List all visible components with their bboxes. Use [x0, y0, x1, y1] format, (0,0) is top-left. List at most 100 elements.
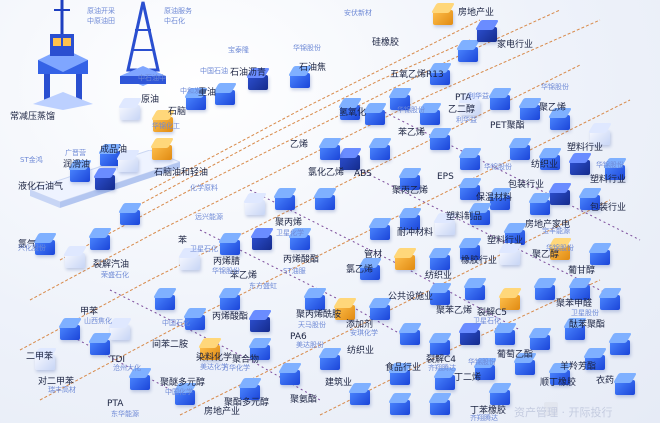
industry-node-icon	[98, 144, 122, 168]
industry-node-icon	[183, 308, 207, 332]
industry-node-icon	[63, 246, 87, 270]
industry-node-icon	[128, 368, 152, 392]
industry-node-icon	[153, 288, 177, 312]
industry-node-icon	[88, 228, 112, 252]
industry-node-icon	[338, 148, 362, 172]
industry-node-icon	[513, 353, 537, 377]
product-label: EPS	[437, 172, 454, 182]
industry-node-icon	[288, 228, 312, 252]
product-label: 耐冲材料	[397, 228, 434, 238]
industry-node-icon	[468, 203, 492, 227]
industry-node-icon	[458, 238, 482, 262]
industry-node-icon	[488, 383, 512, 407]
industry-node-icon	[433, 368, 457, 392]
company-label: 卫星石化	[190, 245, 218, 253]
company-label: 荣盛石化	[101, 271, 129, 279]
industry-node-icon	[613, 373, 637, 397]
company-label: ST金鸿	[20, 156, 43, 164]
product-label: PA6	[290, 332, 307, 342]
product-label: 石油焦	[299, 63, 327, 73]
industry-node-icon	[178, 248, 202, 272]
product-label: PTA	[455, 93, 472, 103]
product-label: 聚酯多元醇	[224, 398, 270, 408]
industry-node-icon	[33, 348, 57, 372]
product-label: 聚乙烯	[539, 103, 567, 113]
product-label: 乙二醇	[448, 105, 476, 115]
industry-node-icon	[488, 88, 512, 112]
industry-node-icon	[68, 160, 92, 184]
product-label: 苯乙烯	[398, 128, 426, 138]
product-label: 建筑业	[325, 378, 353, 388]
product-label: 聚合物	[232, 355, 260, 365]
product-label: 酞苯聚酯	[569, 320, 606, 330]
company-label: 中国化学	[165, 388, 193, 396]
product-label: 裂解汽油	[93, 260, 130, 270]
company-label: 广晋营	[65, 149, 86, 157]
industry-node-icon	[273, 188, 297, 212]
industry-node-icon	[563, 318, 587, 342]
product-label: 家电行业	[497, 40, 534, 50]
product-label: 聚丙烯	[275, 218, 303, 228]
industry-node-icon	[538, 148, 562, 172]
product-label: 氯化乙烯	[308, 168, 345, 178]
company-label: 齐翔腾达	[428, 364, 456, 372]
product-label: 塑料行业	[567, 143, 604, 153]
company-label: 华锦股份	[212, 267, 240, 275]
company-label: 化学原料	[190, 184, 218, 192]
industry-node-icon	[333, 298, 357, 322]
industry-node-icon	[473, 358, 497, 382]
industry-node-icon	[118, 203, 142, 227]
company-label: 中国石油	[200, 67, 228, 75]
industry-node-icon	[88, 333, 112, 357]
product-label: 纺织业	[531, 160, 559, 170]
industry-node-icon	[503, 223, 527, 247]
product-label: 房地产业	[204, 407, 241, 417]
company-label: 中石油中	[138, 74, 166, 82]
industry-node-icon	[431, 3, 455, 27]
company-label: 卫星股份	[571, 309, 599, 317]
industry-node-icon	[458, 148, 482, 172]
product-label: 五氧乙烯R13	[390, 70, 444, 80]
company-label: 卫星石化	[473, 317, 501, 325]
company-label: 东方盛虹	[249, 282, 277, 290]
company-label: 天马股份	[298, 321, 326, 329]
product-label: PTA	[107, 399, 124, 409]
industry-node-icon	[548, 238, 572, 262]
product-label: 成品油	[100, 145, 128, 155]
industry-node-icon	[498, 243, 522, 267]
company-label: ST油服	[283, 267, 306, 275]
industry-node-icon	[458, 178, 482, 202]
industry-node-icon	[58, 318, 82, 342]
industry-node-icon	[458, 323, 482, 347]
product-label: 聚苯乙烯	[436, 306, 473, 316]
product-label: 乙烯	[290, 140, 309, 150]
product-label: 苯乙烯	[230, 271, 258, 281]
industry-node-icon	[368, 298, 392, 322]
product-label: 重油	[198, 88, 217, 98]
product-label: 食品行业	[385, 363, 422, 373]
product-label: 包装行业	[590, 203, 627, 213]
product-label: 润滑油	[63, 160, 91, 170]
industry-node-icon	[93, 168, 117, 192]
company-label: 宝泰隆	[228, 46, 249, 54]
company-label: 华锦股份	[293, 44, 321, 52]
product-label: 常减压蒸馏	[10, 112, 56, 122]
product-label: 丁苯橡胶	[470, 406, 507, 416]
product-label: 液化石油气	[18, 182, 64, 192]
product-label: 聚乙醇	[532, 250, 560, 260]
product-label: 氯气	[18, 240, 37, 250]
company-label: 华锦股份	[546, 244, 574, 252]
industry-node-icon	[528, 328, 552, 352]
industry-node-icon	[363, 103, 387, 127]
product-label: 对二甲苯	[38, 377, 75, 387]
industry-node-icon	[548, 363, 572, 387]
company-label: 中和发	[180, 87, 201, 95]
product-label: 苯	[178, 236, 188, 246]
industry-node-icon	[475, 20, 499, 44]
industry-node-icon	[433, 213, 457, 237]
company-label: 利华益	[456, 116, 477, 124]
watermark-logo-icon	[544, 402, 558, 416]
industry-node-icon	[151, 110, 175, 134]
company-label: 万华化学	[222, 364, 250, 372]
industry-node-icon	[250, 228, 274, 252]
